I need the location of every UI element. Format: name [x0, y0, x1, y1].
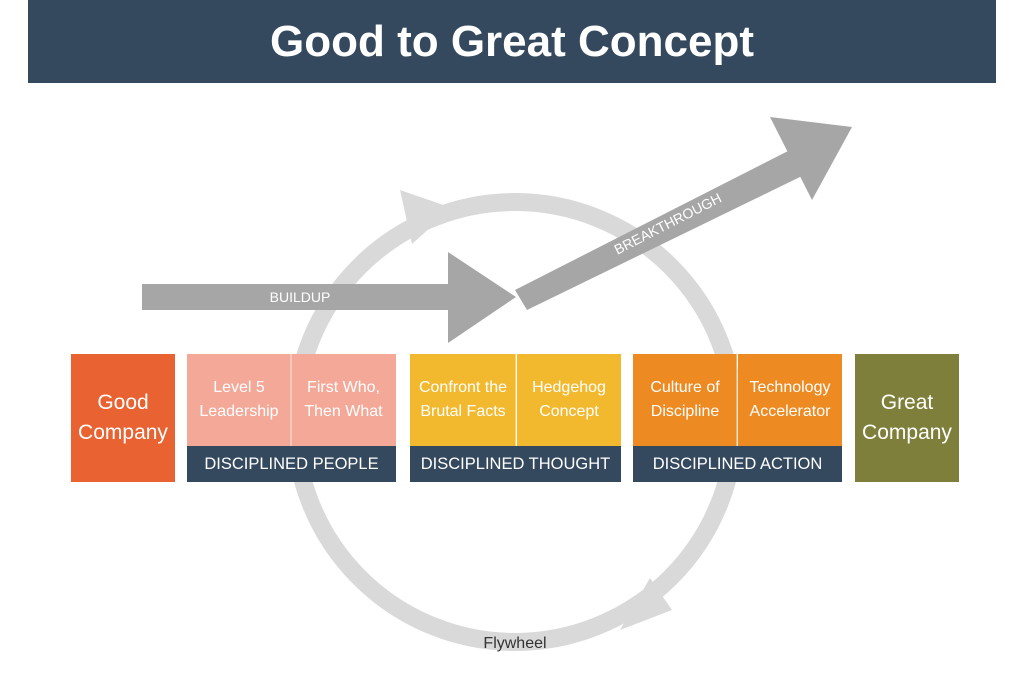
group-label-thought: DISCIPLINED THOUGHT — [410, 446, 621, 482]
great-company-box: Great Company — [855, 354, 959, 482]
item-culture-discipline: Culture of Discipline — [633, 354, 737, 446]
divider — [515, 354, 517, 446]
buildup-label: BUILDUP — [270, 289, 331, 305]
item-level5-leadership: Level 5 Leadership — [187, 354, 291, 446]
item-confront-facts: Confront the Brutal Facts — [410, 354, 516, 446]
item-hedgehog: Hedgehog Concept — [517, 354, 621, 446]
divider — [736, 354, 738, 446]
group-label-action: DISCIPLINED ACTION — [633, 446, 842, 482]
item-first-who: First Who, Then What — [291, 354, 396, 446]
flywheel-arrowhead-top — [400, 190, 452, 244]
flywheel-label: Flywheel — [483, 635, 546, 652]
divider — [290, 354, 292, 446]
good-company-box: Good Company — [71, 354, 175, 482]
flywheel-arrowhead-bottom — [620, 578, 672, 630]
item-technology-accelerator: Technology Accelerator — [738, 354, 842, 446]
group-label-people: DISCIPLINED PEOPLE — [187, 446, 396, 482]
buildup-arrow: BUILDUP — [142, 252, 516, 343]
page-title: Good to Great Concept — [28, 0, 996, 83]
